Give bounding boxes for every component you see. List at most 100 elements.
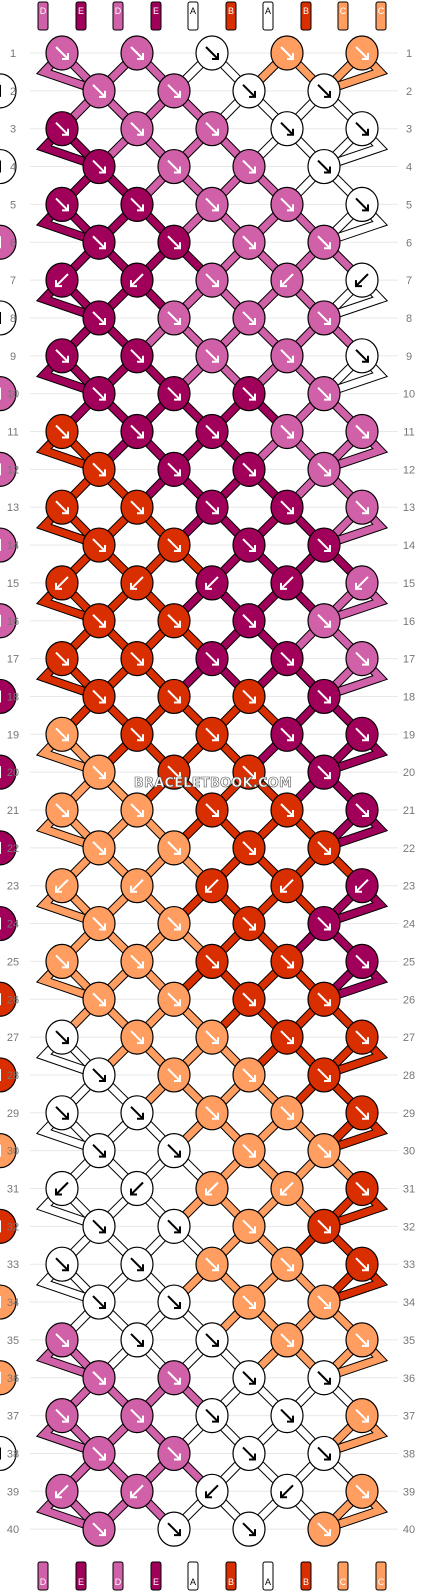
knot bbox=[45, 489, 79, 525]
arrow-head bbox=[287, 1415, 294, 1423]
arrow-head bbox=[55, 582, 62, 590]
arrow-down-left-icon bbox=[355, 273, 369, 287]
knot bbox=[270, 1322, 304, 1358]
row-label-right: 19 bbox=[403, 729, 415, 741]
arrow-head bbox=[287, 961, 294, 969]
row-label-left: 4 bbox=[10, 162, 16, 174]
arrow-head bbox=[287, 810, 294, 817]
knot bbox=[45, 640, 79, 677]
strand-bottom-label: D bbox=[115, 1577, 122, 1587]
arrow-head bbox=[249, 317, 256, 325]
knot bbox=[270, 1019, 304, 1055]
arrow-down-right-icon bbox=[92, 1143, 106, 1158]
arrow-down-left-icon bbox=[205, 1484, 219, 1499]
arrow-head bbox=[324, 1150, 331, 1158]
arrow-head bbox=[99, 90, 106, 98]
arrow-head bbox=[287, 1339, 294, 1347]
row-label-left: 24 bbox=[7, 919, 19, 931]
arrow-down-right-icon bbox=[167, 765, 181, 779]
knot bbox=[307, 1284, 341, 1320]
arrow-down-right-icon bbox=[205, 424, 219, 439]
row-label-left: 2 bbox=[10, 86, 16, 98]
knot bbox=[307, 376, 341, 412]
knot bbox=[82, 905, 116, 942]
arrow-down-right-icon bbox=[205, 1030, 219, 1044]
knot bbox=[345, 35, 379, 71]
arrow-head bbox=[99, 1377, 106, 1385]
row-label-right: 39 bbox=[403, 1486, 415, 1498]
arrow-head bbox=[362, 734, 369, 742]
arrow-head bbox=[205, 582, 212, 590]
arrow-down-right-icon bbox=[205, 500, 219, 514]
arrow-head bbox=[362, 53, 369, 60]
arrow-head bbox=[130, 885, 137, 893]
row-label-right: 6 bbox=[406, 237, 412, 249]
knot bbox=[195, 565, 229, 601]
row-label-right: 40 bbox=[403, 1524, 415, 1536]
arrow-down-right-icon bbox=[55, 803, 69, 817]
arrow-head bbox=[212, 658, 219, 666]
arrow-head bbox=[137, 1264, 144, 1272]
arrow-down-right-icon bbox=[317, 1143, 331, 1158]
arrow-head bbox=[62, 128, 69, 136]
arrow-down-right-icon bbox=[355, 651, 369, 666]
row-label-left: 16 bbox=[7, 616, 19, 628]
arrow-head bbox=[174, 242, 181, 250]
row-label-right: 11 bbox=[403, 427, 414, 439]
knot bbox=[0, 678, 17, 715]
arrow-head bbox=[212, 1037, 219, 1045]
arrow-down-right-icon bbox=[55, 727, 69, 742]
knot bbox=[82, 300, 116, 336]
arrow-down-right-icon bbox=[55, 651, 69, 666]
arrow-down-right-icon bbox=[92, 1446, 106, 1461]
arrow-down-right-icon bbox=[205, 197, 219, 212]
knot bbox=[157, 678, 191, 715]
knot bbox=[45, 943, 79, 980]
arrow-down-right-icon bbox=[130, 349, 144, 363]
knot bbox=[345, 413, 379, 450]
row-label-left: 22 bbox=[7, 843, 19, 855]
knot bbox=[82, 981, 116, 1017]
arrow-down-right-icon bbox=[355, 1333, 369, 1347]
row-label-left: 36 bbox=[7, 1373, 19, 1385]
knot-circle bbox=[0, 754, 17, 790]
arrow-head bbox=[137, 1415, 144, 1423]
knot bbox=[82, 830, 116, 866]
arrow-down-right-icon bbox=[280, 46, 294, 60]
arrow-down-right-icon bbox=[280, 1333, 294, 1347]
arrow-down-right-icon bbox=[242, 1068, 256, 1082]
arrow-down-right-icon bbox=[167, 1522, 181, 1536]
row-label-left: 5 bbox=[10, 199, 16, 211]
knot bbox=[270, 338, 304, 374]
arrow-head bbox=[249, 696, 256, 704]
row-label-left: 8 bbox=[10, 313, 16, 325]
arrow-head bbox=[249, 923, 256, 931]
row-label-right: 13 bbox=[403, 502, 415, 514]
arrow-head bbox=[55, 1491, 62, 1499]
arrow-down-right-icon bbox=[317, 538, 331, 552]
arrow-head bbox=[324, 317, 331, 325]
arrow-head bbox=[324, 545, 331, 553]
knot bbox=[270, 35, 304, 71]
arrow-head bbox=[99, 1150, 106, 1158]
row-label-right: 33 bbox=[403, 1259, 415, 1271]
knot bbox=[120, 111, 154, 147]
arrow-head bbox=[324, 1302, 331, 1310]
strand-bottom-tab bbox=[337, 1561, 349, 1591]
knot bbox=[0, 224, 17, 260]
knot bbox=[345, 1095, 379, 1131]
knot bbox=[345, 1170, 379, 1207]
arrow-down-right-icon bbox=[242, 1219, 256, 1234]
knot bbox=[232, 1360, 266, 1396]
arrow-head bbox=[212, 810, 219, 817]
arrow-down-right-icon bbox=[55, 197, 69, 212]
arrow-head bbox=[249, 1150, 256, 1158]
knot bbox=[232, 1284, 266, 1320]
arrow-down-right-icon bbox=[167, 311, 181, 325]
row-label-right: 21 bbox=[403, 805, 415, 817]
knot-circle bbox=[0, 830, 17, 866]
knot bbox=[195, 1246, 229, 1282]
row-label-left: 11 bbox=[7, 427, 18, 439]
knot bbox=[157, 1208, 191, 1244]
